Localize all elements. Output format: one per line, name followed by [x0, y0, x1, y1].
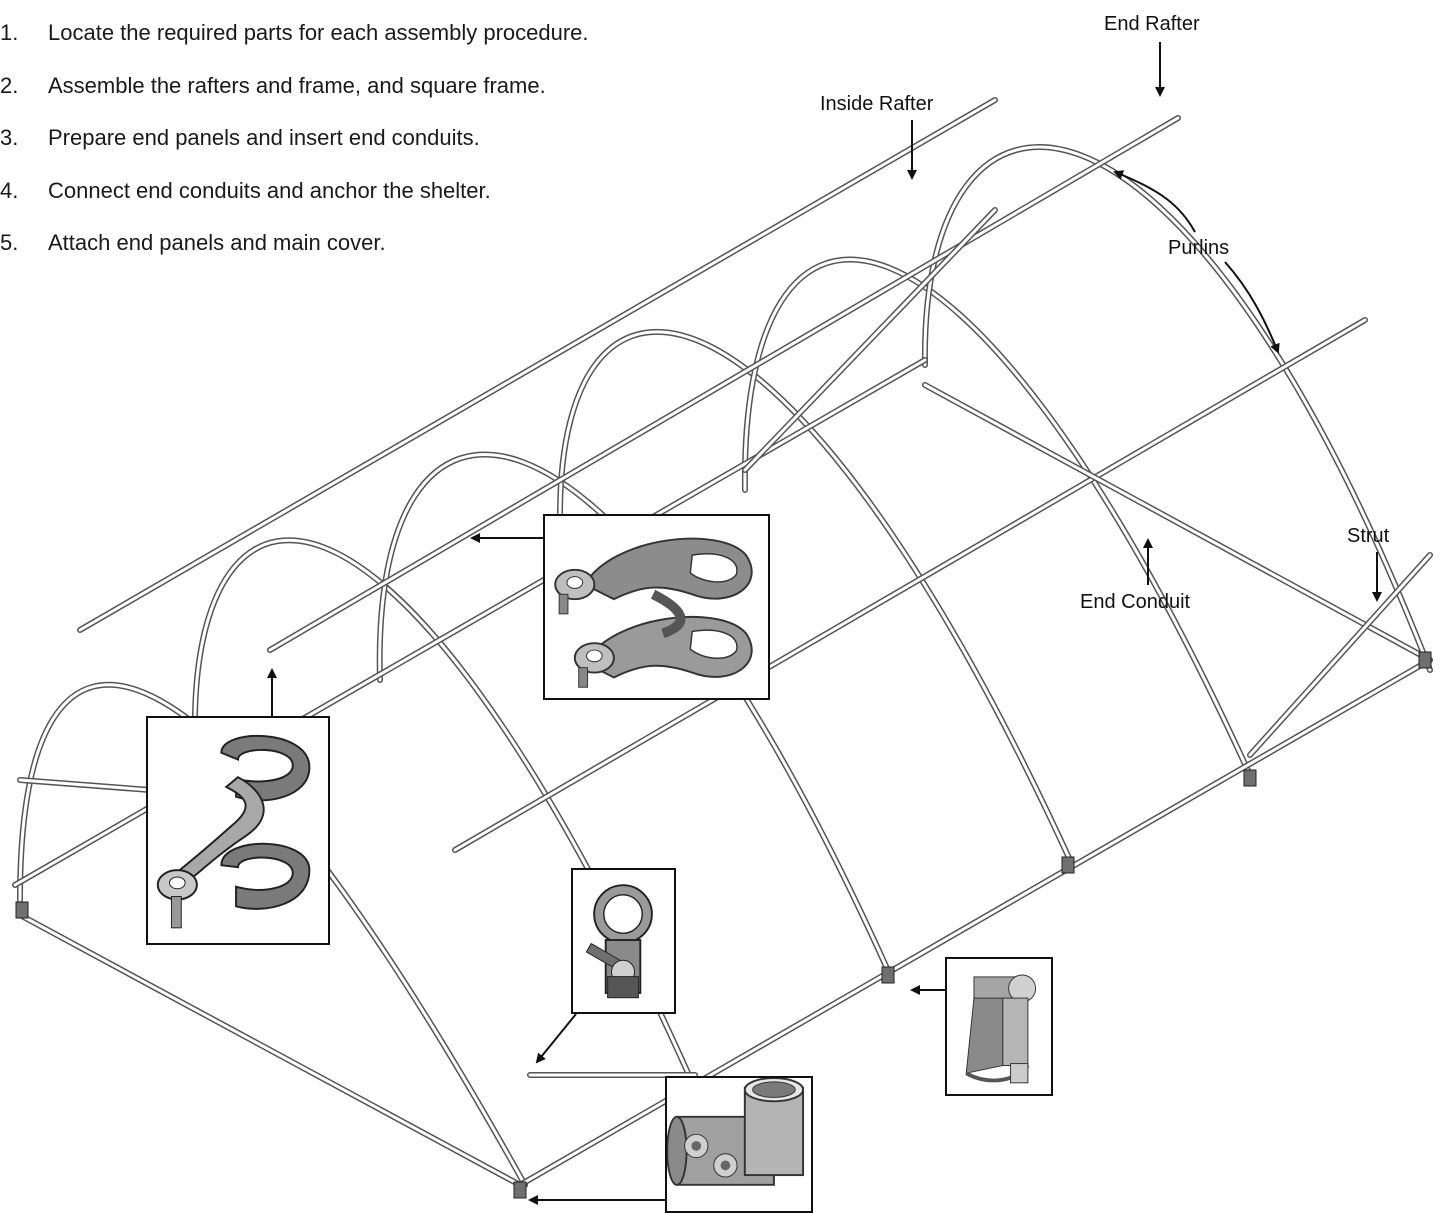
- step-number: 4.: [0, 177, 19, 203]
- tee-pipe-fitting-icon: [667, 1078, 805, 1186]
- foot-bracket-5: [1243, 769, 1257, 787]
- rafter-5-highlight: [923, 145, 1432, 672]
- label-end-conduit: End Conduit: [1080, 591, 1191, 613]
- callout-arrows: [267, 42, 1382, 1205]
- double-pipe-clamp-icon: [554, 537, 753, 688]
- anchor-foot-bracket-icon: [965, 974, 1037, 1084]
- foot-bracket-1: [513, 1181, 527, 1199]
- rafter-4: [741, 256, 1253, 778]
- step-number: 1.: [0, 20, 19, 45]
- rafter-0-highlight: [18, 683, 527, 1187]
- label-purlins: Purlins: [1168, 237, 1230, 259]
- arrow-single-clamp: [535, 1013, 577, 1064]
- step-number: 3.: [0, 125, 19, 150]
- rafter-2-highlight: [378, 453, 892, 977]
- rafter-4-highlight: [743, 258, 1252, 777]
- foot-bracket-0: [15, 901, 29, 919]
- purlin-right-highlight: [453, 318, 1367, 852]
- step-number: 2.: [0, 72, 19, 98]
- arrow-purlins-upper: [1113, 170, 1196, 233]
- end-conduit-left-highlight: [18, 778, 152, 792]
- tee-fitting-inset: [665, 1076, 813, 1213]
- foot-bracket-4: [1061, 856, 1075, 874]
- rafter-1-highlight: [193, 538, 702, 1102]
- step-text: Attach end panels and main cover.: [48, 230, 386, 255]
- arrow-purlins-lower: [1224, 261, 1280, 354]
- offset-pipe-clamp-icon: [156, 734, 311, 929]
- shelter-frame: [12, 97, 1433, 1199]
- pipe-clamp-with-bolt-icon: [585, 884, 653, 999]
- foot-bracket-inset: [945, 957, 1053, 1096]
- step-text: Assemble the rafters and frame, and squa…: [48, 72, 546, 98]
- base-end-front-highlight: [18, 913, 522, 1187]
- step-text: Locate the required parts for each assem…: [48, 20, 589, 45]
- label-inside-rafter: Inside Rafter: [820, 93, 934, 115]
- rafter-3-highlight: [558, 330, 1072, 862]
- purlin-top-highlight: [268, 116, 1180, 652]
- step-number: 5.: [0, 230, 19, 255]
- offset-clamp-inset: [146, 716, 330, 945]
- single-clamp-inset: [571, 868, 676, 1014]
- strut-back-highlight: [743, 208, 997, 472]
- purlin-top-left-highlight: [78, 98, 997, 632]
- label-strut: Strut: [1347, 525, 1390, 547]
- base-end-back-highlight: [923, 383, 1432, 662]
- label-end-rafter: End Rafter: [1104, 13, 1200, 35]
- double-clamp-inset: [543, 514, 770, 700]
- foot-bracket-3: [881, 966, 895, 984]
- step-text: Prepare end panels and insert end condui…: [48, 125, 480, 150]
- step-text: Connect end conduits and anchor the shel…: [48, 177, 491, 203]
- foot-bracket-6: [1418, 651, 1432, 669]
- strut-front-highlight: [1248, 553, 1432, 757]
